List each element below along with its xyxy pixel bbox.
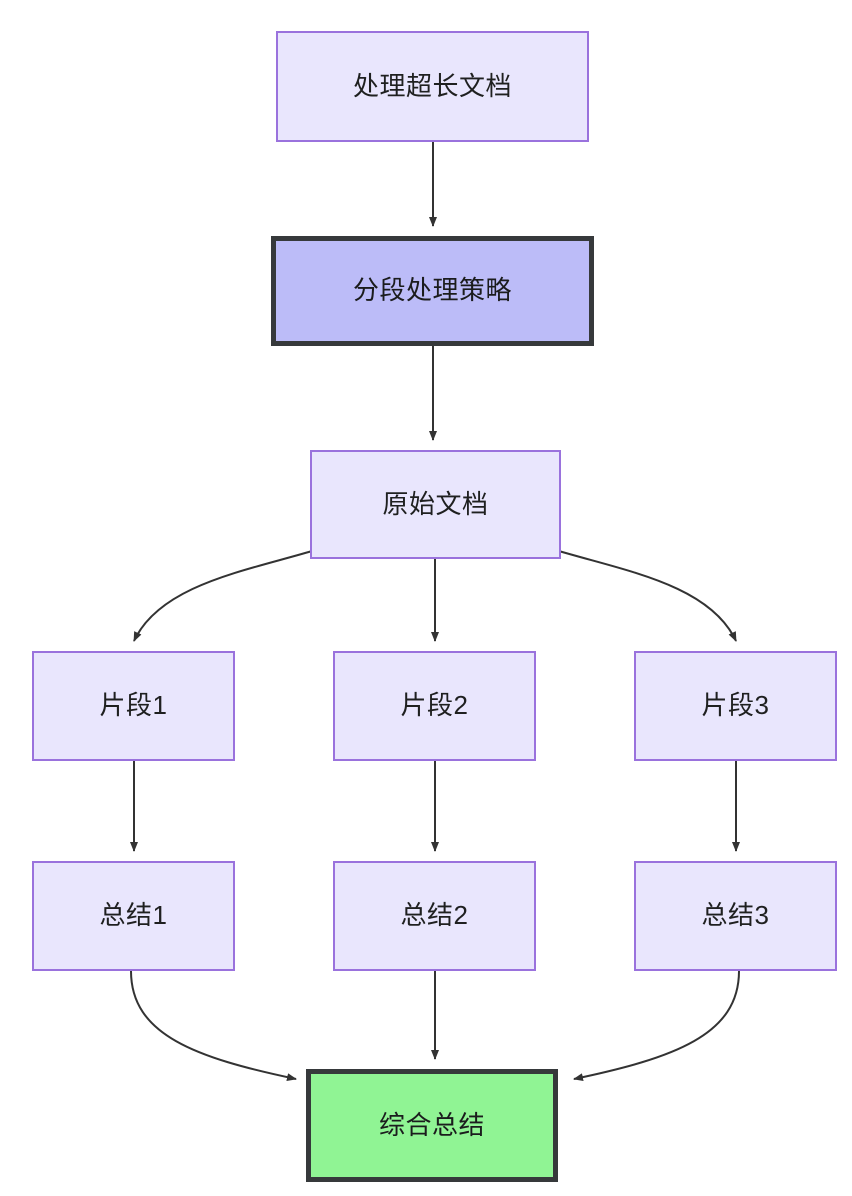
edge-source-to-frag3 [558,550,737,642]
edge-source-to-frag1 [133,550,313,642]
node-label: 总结1 [99,900,168,931]
node-fragment-1[interactable]: 片段1 [32,651,235,761]
node-label: 总结3 [701,900,770,931]
node-label: 原始文档 [382,488,489,519]
node-fragment-2[interactable]: 片段2 [333,651,536,761]
node-label: 总结2 [400,900,469,931]
node-process-long-document[interactable]: 处理超长文档 [276,31,589,142]
node-summary-3[interactable]: 总结3 [634,861,837,971]
node-label: 片段1 [99,690,168,721]
node-fragment-3[interactable]: 片段3 [634,651,837,761]
node-chunking-strategy[interactable]: 分段处理策略 [271,236,594,346]
node-label: 片段3 [701,690,770,721]
node-label: 处理超长文档 [352,70,512,101]
node-label: 综合总结 [378,1109,485,1140]
node-label: 片段2 [400,690,469,721]
node-label: 分段处理策略 [352,275,512,306]
node-summary-1[interactable]: 总结1 [32,861,235,971]
edge-sum3-to-final [573,970,740,1082]
node-combined-summary[interactable]: 综合总结 [306,1069,558,1182]
node-source-document[interactable]: 原始文档 [310,450,561,559]
node-summary-2[interactable]: 总结2 [333,861,536,971]
edge-sum1-to-final [130,970,297,1082]
